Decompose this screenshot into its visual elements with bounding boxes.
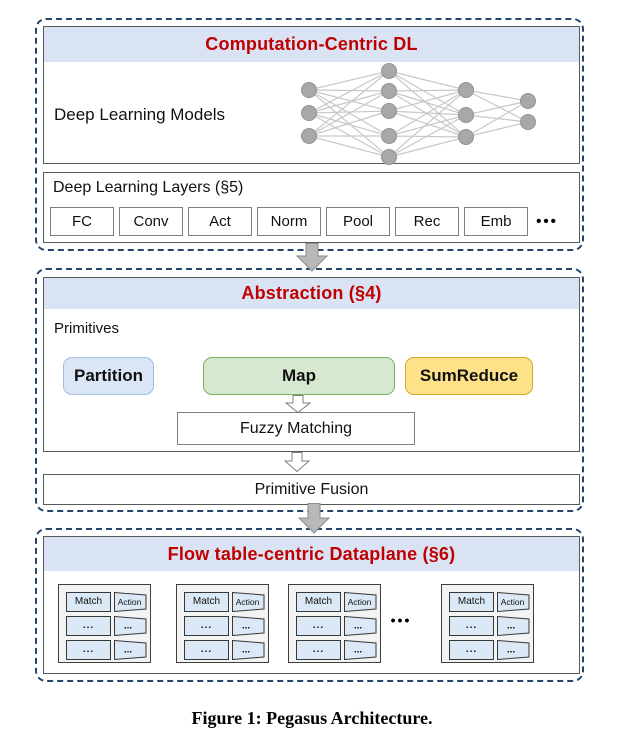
svg-text:...: ...	[507, 621, 516, 632]
match-cell: ...	[66, 616, 111, 636]
svg-text:...: ...	[354, 621, 363, 632]
layer-box-emb: Emb	[464, 207, 528, 236]
action-cell: ...	[497, 640, 530, 660]
layer-box-act: Act	[188, 207, 252, 236]
fuzzy-matching-box: Fuzzy Matching	[177, 412, 415, 445]
action-cell: Action	[114, 592, 147, 612]
layer-box-norm: Norm	[257, 207, 321, 236]
flow-table-group: Match Action ... ... ... ...	[58, 584, 151, 663]
primitive-partition: Partition	[63, 357, 154, 395]
layer-box-pool: Pool	[326, 207, 390, 236]
neural-network-graphic	[301, 63, 536, 165]
section-title: Computation-Centric DL	[205, 34, 418, 54]
match-cell: ...	[449, 616, 494, 636]
svg-text:...: ...	[124, 645, 133, 656]
hollow-down-arrow-icon	[285, 395, 311, 413]
hollow-down-arrow-icon	[284, 452, 310, 472]
section-abstraction: Abstraction (§4) Primitives Partition Ma…	[35, 268, 584, 512]
flow-table-group: Match Action ... ... ... ...	[441, 584, 534, 663]
flow-table-group: Match Action ... ... ... ...	[288, 584, 381, 663]
match-cell: ...	[296, 640, 341, 660]
match-cell: ...	[449, 640, 494, 660]
deep-learning-layers-box: Deep Learning Layers (§5) FC Conv Act No…	[43, 172, 580, 243]
primitive-sumreduce: SumReduce	[405, 357, 533, 395]
match-cell: ...	[66, 640, 111, 660]
action-cell: ...	[497, 616, 530, 636]
down-arrow-icon	[298, 503, 330, 534]
section-title: Abstraction (§4)	[241, 283, 382, 303]
down-arrow-icon	[296, 243, 328, 272]
layer-box-rec: Rec	[395, 207, 459, 236]
layer-box-conv: Conv	[119, 207, 183, 236]
match-cell: Match	[184, 592, 229, 612]
action-cell: Action	[497, 592, 530, 612]
section-computation-centric-dl: Computation-Centric DL Deep Learning Mod…	[35, 18, 584, 251]
match-cell: ...	[296, 616, 341, 636]
action-cell: ...	[344, 640, 377, 660]
primitive-fusion-box: Primitive Fusion	[43, 474, 580, 505]
action-cell: ...	[232, 616, 265, 636]
svg-text:...: ...	[242, 621, 251, 632]
match-cell: ...	[184, 640, 229, 660]
deep-learning-layers-label: Deep Learning Layers (§5)	[53, 179, 244, 196]
svg-text:...: ...	[507, 645, 516, 656]
computation-header-band: Computation-Centric DL	[44, 27, 579, 62]
layers-ellipsis: •••	[536, 213, 558, 230]
flow-table-group: Match Action ... ... ... ...	[176, 584, 269, 663]
action-cell: ...	[344, 616, 377, 636]
action-cell: ...	[114, 616, 147, 636]
deep-learning-models-box: Computation-Centric DL Deep Learning Mod…	[43, 26, 580, 165]
deep-learning-models-label: Deep Learning Models	[54, 105, 226, 124]
flow-groups-ellipsis: •••	[390, 612, 412, 628]
action-cell: ...	[232, 640, 265, 660]
match-cell: Match	[66, 592, 111, 612]
svg-text:...: ...	[354, 645, 363, 656]
svg-text:Action: Action	[348, 597, 372, 607]
match-cell: ...	[184, 616, 229, 636]
match-cell: Match	[449, 592, 494, 612]
abstraction-inner-box: Abstraction (§4) Primitives Partition Ma…	[43, 277, 580, 452]
action-cell: ...	[114, 640, 147, 660]
abstraction-header-band: Abstraction (§4)	[44, 278, 579, 309]
svg-text:Action: Action	[118, 597, 142, 607]
svg-text:...: ...	[124, 621, 133, 632]
primitives-label: Primitives	[54, 320, 120, 337]
primitive-map: Map	[203, 357, 395, 395]
figure-caption: Figure 1: Pegasus Architecture.	[191, 708, 433, 728]
action-cell: Action	[344, 592, 377, 612]
dataplane-inner-box: Flow table-centric Dataplane (§6) Match …	[43, 536, 580, 674]
match-cell: Match	[296, 592, 341, 612]
svg-text:Action: Action	[236, 597, 260, 607]
section-title: Flow table-centric Dataplane (§6)	[167, 543, 456, 564]
svg-text:...: ...	[242, 645, 251, 656]
svg-text:Action: Action	[501, 597, 525, 607]
section-dataplane: Flow table-centric Dataplane (§6) Match …	[35, 528, 584, 682]
layer-box-fc: FC	[50, 207, 114, 236]
dataplane-header-band: Flow table-centric Dataplane (§6)	[44, 537, 579, 571]
action-cell: Action	[232, 592, 265, 612]
